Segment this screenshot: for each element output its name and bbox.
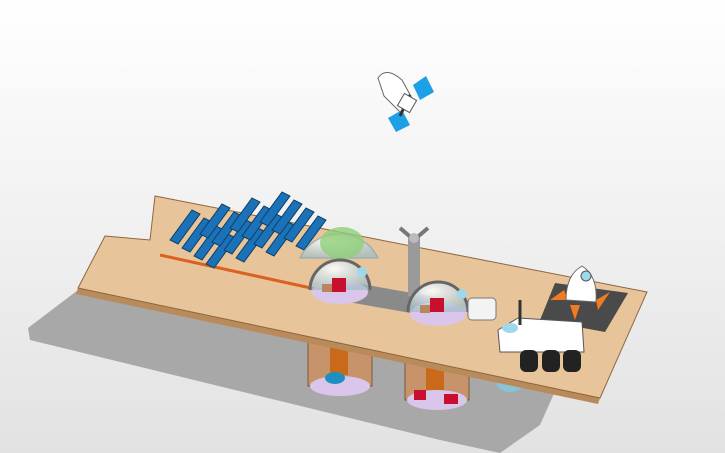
- rover: [497, 300, 585, 372]
- rocket: [550, 265, 610, 320]
- antenna-icon: [398, 226, 430, 243]
- airlock-tube: [467, 297, 497, 321]
- ground-shadow: [28, 290, 560, 453]
- solar-panel-array: [169, 191, 327, 269]
- greenhouse-dome: [299, 227, 379, 259]
- solar-panel: [271, 199, 303, 235]
- habitat-dome-right: [406, 280, 470, 326]
- solar-panel: [199, 203, 231, 239]
- satellite: [377, 72, 434, 132]
- solar-panel: [283, 207, 315, 243]
- solar-panel: [295, 215, 327, 251]
- orange-rail: [159, 253, 321, 292]
- solar-panel: [259, 191, 291, 227]
- antenna-tower: [408, 238, 420, 296]
- solar-panel: [169, 209, 201, 245]
- solar-panel: [229, 197, 261, 233]
- habitat-dome-left: [308, 258, 372, 304]
- base-board-edge: [76, 288, 600, 404]
